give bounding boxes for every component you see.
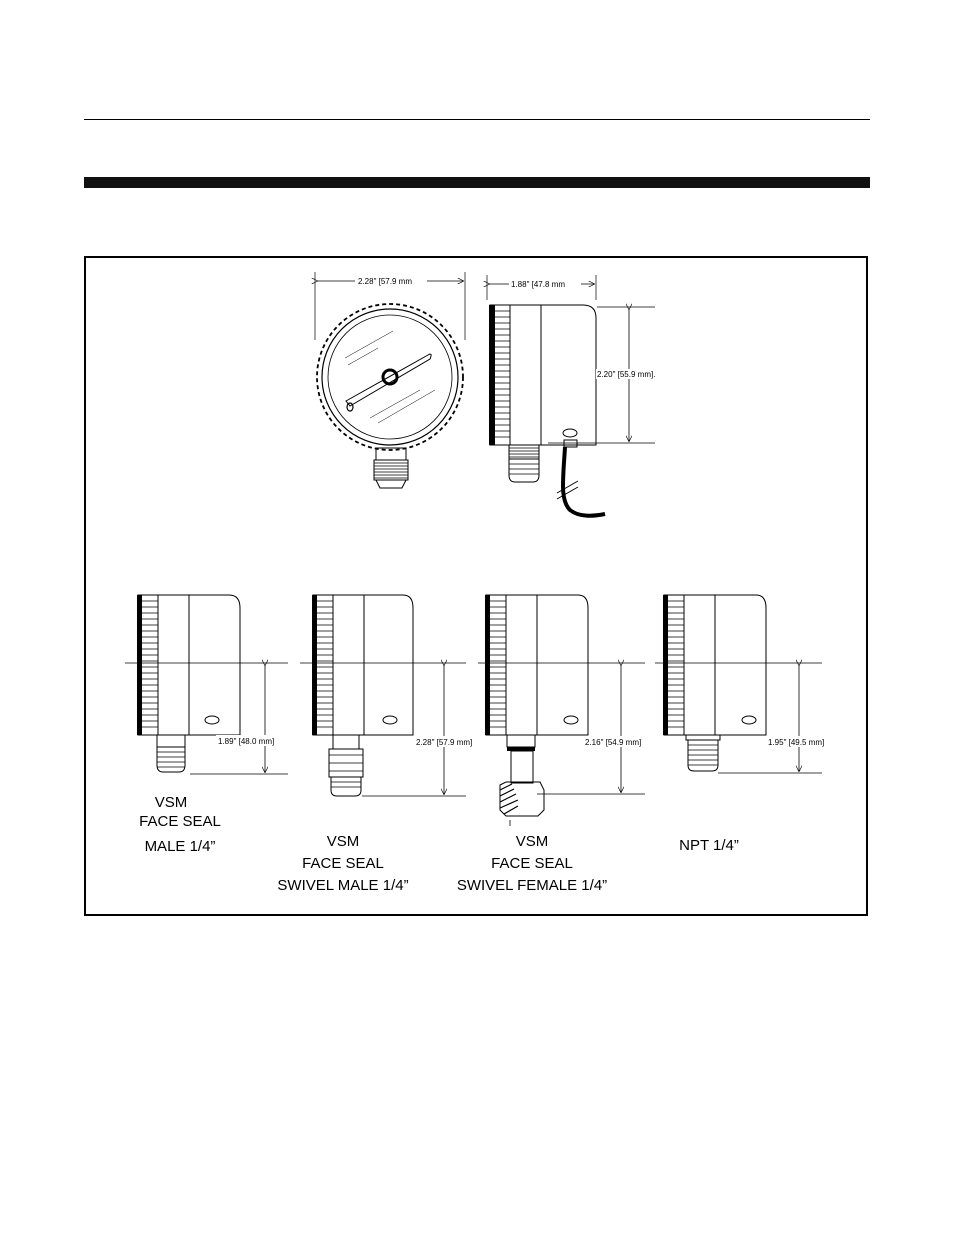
caption-line: VSM xyxy=(515,833,549,850)
caption-line: FACE SEAL xyxy=(302,855,384,872)
caption-line: FACE SEAL xyxy=(139,813,221,830)
caption-face-seal-swivel-female: VSM FACE SEAL SWIVEL FEMALE 1/4” xyxy=(452,831,612,897)
caption-line: SWIVEL MALE 1/4” xyxy=(277,877,409,894)
variant-npt xyxy=(655,594,838,774)
section-bar xyxy=(84,177,870,188)
variant-4-dimension: 1.95" [49.5 mm] xyxy=(768,738,824,747)
side-view-gauge xyxy=(487,275,666,518)
side-height-dimension: 2.20" [55.9 mm]. xyxy=(597,370,655,379)
caption-line: NPT 1/4” xyxy=(679,837,739,854)
caption-line: MALE 1/4” xyxy=(144,838,216,855)
caption-face-seal-male: VSM FACE SEAL MALE 1/4” xyxy=(125,792,235,858)
variant-face-seal-male xyxy=(125,594,300,775)
variant-face-seal-swivel-female xyxy=(478,594,656,826)
variant-3-dimension: 2.16" [54.9 mm] xyxy=(585,738,641,747)
caption-line: SWIVEL FEMALE 1/4” xyxy=(456,877,608,894)
side-depth-dimension: 1.88" [47.8 mm xyxy=(511,280,565,289)
variant-face-seal-swivel-male xyxy=(300,594,486,797)
front-view-gauge xyxy=(315,272,466,489)
header-rule xyxy=(84,119,870,120)
front-width-dimension: 2.28" [57.9 mm xyxy=(358,277,412,286)
caption-line: VSM xyxy=(154,794,188,811)
caption-line: FACE SEAL xyxy=(491,855,573,872)
caption-face-seal-swivel-male: VSM FACE SEAL SWIVEL MALE 1/4” xyxy=(272,831,414,897)
variant-1-dimension: 1.89" [48.0 mm] xyxy=(218,737,274,746)
caption-line: VSM xyxy=(326,833,360,850)
variant-2-dimension: 2.28" [57.9 mm] xyxy=(416,738,472,747)
caption-npt: NPT 1/4” xyxy=(672,835,746,857)
figure-frame xyxy=(84,256,868,916)
